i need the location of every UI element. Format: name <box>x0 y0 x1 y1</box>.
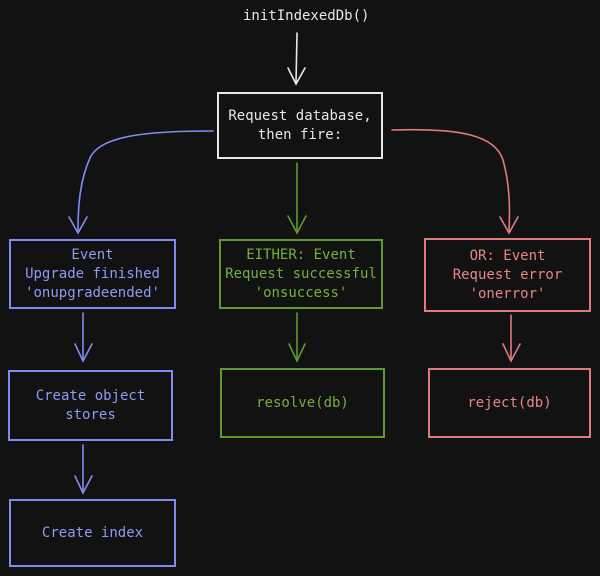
success-node-line-2: Request successful <box>225 265 377 282</box>
reject-text: reject(db) <box>467 394 552 411</box>
arrow-request-to-upgrade <box>68 130 214 235</box>
error-node-line-2: Request error <box>452 266 563 283</box>
error-node-line-3: 'onerror' <box>469 285 546 302</box>
success-node-line-3: 'onsuccess' <box>254 284 348 301</box>
upgrade-node-line-2: Upgrade finished <box>25 265 160 282</box>
upgrade-event-node: Event Upgrade finished 'onupgradeended' <box>9 239 176 309</box>
arrow-start-to-request <box>287 32 306 86</box>
create-stores-line-1: Create object <box>35 387 146 404</box>
arrow-request-to-success <box>287 162 307 235</box>
error-node-line-1: OR: Event <box>469 247 546 264</box>
arrow-upgrade-to-create-stores <box>74 312 93 363</box>
success-node-line-1: EITHER: Event <box>246 246 356 263</box>
arrow-request-to-error <box>391 128 519 235</box>
reject-node: reject(db) <box>428 368 591 438</box>
arrow-create-stores-to-create-index <box>74 444 93 495</box>
create-stores-line-2: stores <box>65 406 116 423</box>
create-index-node: Create index <box>9 499 176 567</box>
start-label: initIndexedDb() <box>243 8 370 24</box>
arrow-error-to-reject <box>502 314 521 363</box>
resolve-node: resolve(db) <box>220 368 385 438</box>
request-node-line-2: then fire: <box>257 126 343 143</box>
success-event-node: EITHER: Event Request successful 'onsucc… <box>219 239 383 309</box>
error-event-node: OR: Event Request error 'onerror' <box>424 238 591 312</box>
upgrade-node-line-3: 'onupgradeended' <box>25 284 160 301</box>
resolve-text: resolve(db) <box>256 394 349 411</box>
arrow-success-to-resolve <box>288 312 306 363</box>
create-index-text: Create index <box>41 524 144 541</box>
request-database-node: Request database, then fire: <box>217 92 383 159</box>
request-node-line-1: Request database, <box>228 107 372 124</box>
upgrade-node-line-1: Event <box>71 246 114 263</box>
create-object-stores-node: Create object stores <box>8 370 173 441</box>
